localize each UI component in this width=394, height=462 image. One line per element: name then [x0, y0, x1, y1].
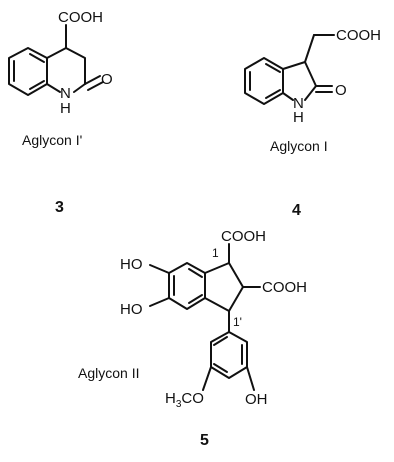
compound-3-hydrogen: H: [60, 100, 71, 117]
methoxy-subscript: 3: [176, 399, 182, 410]
compound-5-structure: HO HO COOH COOH H3CO OH 1 1': [120, 228, 307, 410]
compound-4-number: 4: [292, 202, 301, 219]
compound-5-hydroxyl-bottom: HO: [120, 301, 143, 318]
compound-4-ring-bond: [282, 92, 294, 101]
compound-3-cn-bond: [46, 83, 61, 93]
compound-3-oxygen: O: [101, 71, 113, 88]
compound-5-methoxy-text: H3CO: [165, 390, 204, 410]
compound-5-ho-bond: [149, 297, 170, 307]
methoxy-h: H: [165, 390, 176, 407]
compound-3-structure: COOH O N H: [8, 9, 113, 117]
compound-5-hydroxyl-top: HO: [120, 256, 143, 273]
compound-4-cooh-text: COOH: [336, 27, 381, 44]
compound-5-aromatic-bond: [188, 294, 203, 304]
compound-4-structure: COOH O N H: [244, 27, 381, 126]
compound-4-oxygen: O: [335, 82, 347, 99]
compound-5-ring-bond: [204, 262, 230, 274]
compound-5-ring-bond: [228, 262, 244, 288]
compound-5-cooh-right: COOH: [262, 279, 307, 296]
compound-4-label: Aglycon I: [270, 138, 328, 154]
compound-3-aromatic-bond: [29, 80, 45, 90]
compound-3-cooh-text: COOH: [58, 9, 103, 26]
compound-4-hydrogen: H: [293, 109, 304, 126]
compound-3-label: Aglycon I': [22, 132, 82, 148]
compound-5-locant-1: 1: [212, 246, 219, 260]
compound-4-ring-bond: [282, 61, 306, 70]
compound-5-ho-bond: [149, 264, 170, 274]
compound-5-cooh-top: COOH: [221, 228, 266, 245]
compound-5-number: 5: [200, 432, 209, 449]
compound-3-nitrogen: N: [60, 85, 71, 102]
compound-5-aromatic-bond: [213, 363, 228, 373]
compound-5-aryl-ring: [210, 331, 248, 379]
methoxy-co: CO: [181, 390, 204, 407]
compound-4-aromatic-bond: [265, 63, 281, 73]
compound-5-oh-bond: [246, 366, 255, 391]
compound-5-ring-bond: [228, 286, 244, 312]
compound-3-number: 3: [55, 199, 64, 216]
compound-5-ring-bond: [204, 297, 230, 312]
compound-4-aromatic-bond: [265, 89, 281, 99]
compound-4-ring-bond: [304, 61, 317, 87]
compound-4-chain-bond: [304, 34, 315, 63]
compound-5-aromatic-bond: [213, 336, 228, 346]
compound-5-aromatic-bond: [188, 268, 203, 278]
compound-5-locant-1-prime: 1': [233, 315, 242, 329]
compound-4-ring-bond: [304, 85, 317, 101]
compound-3-carbonyl-bond: [87, 81, 104, 91]
compound-3-ring-bonds: [46, 47, 86, 85]
compound-5-label: Aglycon II: [78, 365, 139, 381]
compound-4-nitrogen: N: [293, 95, 304, 112]
compound-3-aromatic-bond: [29, 53, 45, 63]
compound-3-carbonyl-bond: [84, 75, 101, 85]
compound-5-methoxy-bond: [202, 366, 212, 391]
compound-5-hydroxyl-aryl: OH: [245, 391, 268, 408]
compound-3-nc-bond: [73, 83, 86, 93]
